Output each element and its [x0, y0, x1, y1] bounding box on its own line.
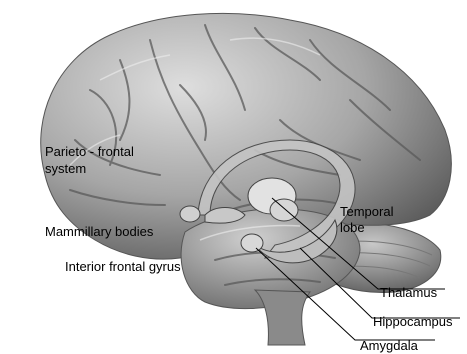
amygdala-label: Amygdala	[360, 338, 418, 353]
mammillary-bodies-label: Mammillary bodies	[45, 224, 153, 239]
hippocampus-label: Hippocampus	[373, 314, 453, 329]
interior-frontal-gyrus-label: Interior frontal gyrus	[65, 259, 181, 274]
temporal-lobe-label-line2: lobe	[340, 220, 365, 235]
parieto-frontal-label-line2: system	[45, 161, 86, 176]
brainstem-shape	[255, 290, 310, 345]
thalamus-label: Thalamus	[380, 285, 437, 300]
parieto-frontal-label-line1: Parieto - frontal	[45, 144, 134, 159]
mammillary-body-shape	[180, 206, 200, 222]
temporal-lobe-label-line1: Temporal	[340, 204, 393, 219]
thalamus-inner-shape	[270, 199, 298, 221]
amygdala-shape	[241, 234, 263, 252]
